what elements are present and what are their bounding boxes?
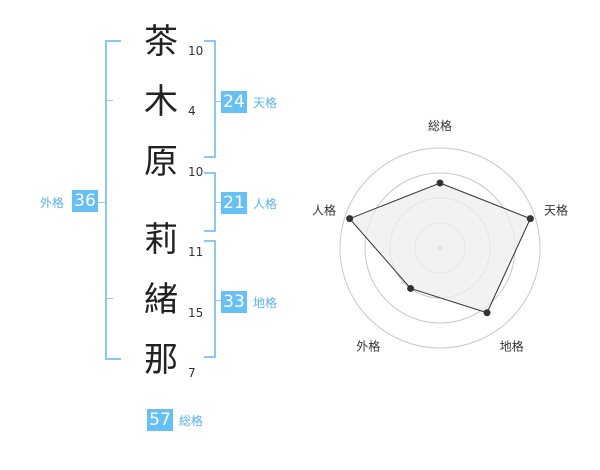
bracket-tick — [98, 202, 106, 203]
bracket-tick — [105, 100, 113, 101]
tenkaku-bracket — [204, 40, 216, 158]
name-char-6: 那 — [144, 340, 178, 380]
stroke-count-4: 11 — [188, 245, 204, 259]
radar-ring — [389, 197, 491, 299]
radar-ring — [414, 222, 466, 274]
gaikaku-bracket — [105, 40, 121, 360]
name-char-4: 莉 — [144, 220, 178, 260]
radar-axis-label: 外格 — [356, 339, 380, 354]
radar-axis-label: 人格 — [312, 202, 336, 217]
bracket-tick — [105, 298, 113, 299]
radar-axis-label: 天格 — [544, 202, 568, 217]
radar-center-dot — [437, 245, 443, 251]
radar-axis-label: 総格 — [428, 118, 452, 133]
gaikaku-label: 外格 — [40, 196, 65, 210]
jinkaku-badge: 21 — [221, 192, 247, 214]
name-char-3: 原 — [144, 142, 178, 182]
radar-point — [436, 179, 444, 187]
bracket-tick — [216, 202, 224, 203]
name-char-5: 緒 — [144, 280, 178, 320]
radar-points — [346, 179, 534, 317]
jinkaku-bracket — [204, 172, 216, 232]
tenkaku-label: 天格 — [253, 96, 278, 110]
radar-point — [346, 215, 354, 223]
radar-point — [407, 284, 415, 292]
bracket-tick — [216, 300, 224, 301]
radar-data-area — [348, 182, 532, 314]
bracket-tick — [216, 101, 224, 102]
soukaku-badge: 57 — [147, 409, 173, 431]
stroke-count-2: 4 — [188, 104, 196, 118]
soukaku-label: 総格 — [179, 414, 204, 428]
stroke-count-5: 15 — [188, 306, 204, 320]
tenkaku-badge: 24 — [221, 91, 247, 113]
name-char-1: 茶 — [144, 22, 178, 62]
gaikaku-badge: 36 — [72, 190, 98, 212]
radar-grid — [339, 147, 541, 349]
radar-point — [526, 215, 534, 223]
jinkaku-label: 人格 — [253, 197, 278, 211]
name-char-2: 木 — [144, 82, 178, 122]
radar-axis-label: 地格 — [500, 339, 524, 354]
radar-ring — [364, 172, 516, 324]
chikaku-badge: 33 — [221, 291, 247, 313]
stroke-count-1: 10 — [188, 44, 204, 58]
radar-ring — [339, 147, 541, 349]
chikaku-label: 地格 — [253, 296, 278, 310]
stroke-count-3: 10 — [188, 165, 204, 179]
radar-point — [483, 309, 491, 317]
stroke-count-6: 7 — [188, 366, 196, 380]
chikaku-bracket — [204, 240, 216, 358]
